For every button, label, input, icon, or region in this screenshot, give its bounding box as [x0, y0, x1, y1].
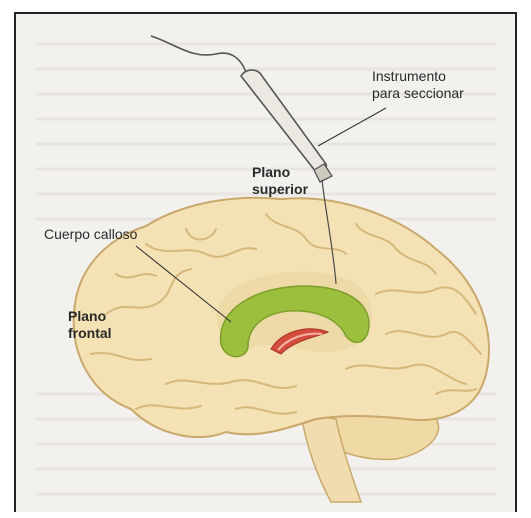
figure-frame: Instrumento para seccionar Plano superio…: [14, 12, 517, 512]
upper-plane-label-line1: Plano: [252, 164, 308, 181]
upper-plane-label: Plano superior: [252, 164, 308, 198]
frontal-plane-label: Plano frontal: [68, 308, 112, 342]
instrument-label: Instrumento para seccionar: [372, 68, 464, 102]
frontal-plane-label-line1: Plano: [68, 308, 112, 325]
corpus-label: Cuerpo calloso: [44, 226, 137, 243]
upper-plane-label-line2: superior: [252, 181, 308, 198]
instrument-leader: [318, 108, 386, 146]
instrument-cable: [151, 36, 246, 72]
frontal-plane-label-line2: frontal: [68, 325, 112, 342]
instrument-label-line1: Instrumento: [372, 68, 464, 85]
instrument-label-line2: para seccionar: [372, 85, 464, 102]
